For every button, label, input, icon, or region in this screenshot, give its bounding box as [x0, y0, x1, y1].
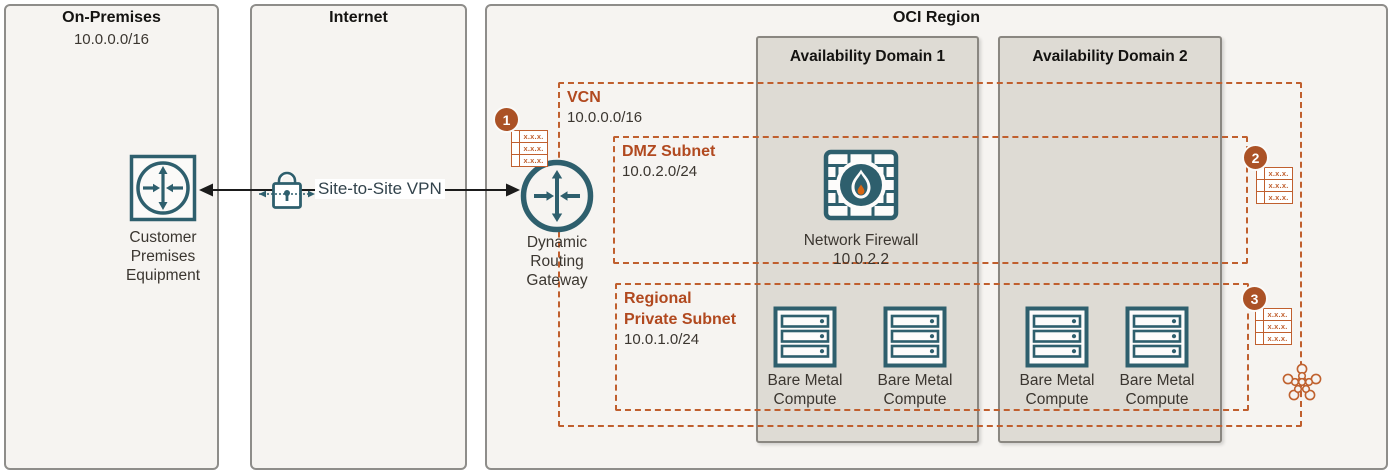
availability-domain-1: Availability Domain 1 [756, 36, 979, 443]
regional-private-subnet-label: Regional Private Subnet 10.0.1.0/24 [624, 288, 736, 350]
badge-1: 1 [493, 106, 520, 133]
drg-label-line1: Dynamic [526, 234, 588, 251]
vpn-lock-icon [259, 171, 315, 209]
server-icon [1025, 306, 1089, 368]
route-table-cell: x.x.x. [523, 132, 544, 141]
on-premises-cidr: 10.0.0.0/16 [73, 31, 150, 48]
availability-domain-1-title: Availability Domain 1 [789, 48, 946, 65]
regional-private-subnet-title-line1: Regional [624, 290, 692, 307]
server-icon [883, 306, 947, 368]
drg-label-line2: Routing [530, 253, 584, 270]
badge-3: 3 [1241, 285, 1268, 312]
route-table-icon: x.x.x. x.x.x. x.x.x. [1256, 167, 1293, 204]
route-table-cell: x.x.x. [523, 156, 544, 165]
router-icon [129, 154, 197, 222]
firewall-label-text: Network Firewall [803, 232, 919, 249]
zone-on-premises [4, 4, 219, 470]
route-table-cell: x.x.x. [1267, 322, 1288, 331]
route-table-cell: x.x.x. [1268, 169, 1289, 178]
availability-domain-2-title: Availability Domain 2 [1032, 48, 1188, 65]
route-table-cell: x.x.x. [1268, 181, 1289, 190]
server-label-line2: Compute [773, 391, 837, 408]
site-to-site-vpn-label: Site-to-Site VPN [315, 179, 445, 199]
server-label-line2: Compute [883, 391, 947, 408]
server-label: Bare Metal Compute [1107, 371, 1207, 409]
firewall-ip: 10.0.2.2 [832, 251, 890, 268]
route-table-cell: x.x.x. [1268, 193, 1289, 202]
server-label-line1: Bare Metal [1119, 372, 1195, 389]
route-table-icon: x.x.x. x.x.x. x.x.x. [511, 130, 548, 167]
oci-region-title: OCI Region [892, 9, 981, 26]
drg-label-line3: Gateway [526, 272, 588, 289]
network-graph-icon [1282, 363, 1322, 401]
server-icon [773, 306, 837, 368]
server-label: Bare Metal Compute [1007, 371, 1107, 409]
availability-domain-2: Availability Domain 2 [998, 36, 1222, 443]
server-label-line1: Bare Metal [1019, 372, 1095, 389]
server-label-line1: Bare Metal [877, 372, 953, 389]
cpe-label-line3: Equipment [125, 267, 201, 284]
server-icon [1125, 306, 1189, 368]
dmz-subnet-label: DMZ Subnet 10.0.2.0/24 [622, 141, 715, 182]
drg-label: Dynamic Routing Gateway [507, 233, 607, 290]
vcn-label: VCN 10.0.0.0/16 [567, 87, 642, 128]
route-table-cell: x.x.x. [1267, 310, 1288, 319]
server-label-line1: Bare Metal [767, 372, 843, 389]
route-table-cell: x.x.x. [1267, 334, 1288, 343]
zone-internet [250, 4, 467, 470]
regional-private-subnet-boundary [615, 283, 1249, 411]
customer-premises-equipment-label: Customer Premises Equipment [98, 228, 228, 285]
server-label: Bare Metal Compute [755, 371, 855, 409]
network-firewall-label: Network Firewall 10.0.2.2 [791, 231, 931, 269]
dmz-subnet-cidr: 10.0.2.0/24 [622, 163, 698, 180]
on-premises-title: On-Premises [62, 9, 161, 26]
route-table-icon: x.x.x. x.x.x. x.x.x. [1255, 308, 1292, 345]
server-label-line2: Compute [1125, 391, 1189, 408]
route-table-cell: x.x.x. [523, 144, 544, 153]
drg-icon [520, 159, 594, 233]
vcn-cidr: 10.0.0.0/16 [567, 109, 643, 126]
vcn-title: VCN [567, 89, 601, 106]
regional-private-subnet-cidr: 10.0.1.0/24 [624, 331, 700, 348]
cpe-label-line2: Premises [130, 248, 196, 265]
firewall-icon [823, 149, 899, 221]
internet-title: Internet [329, 9, 388, 26]
dmz-subnet-title: DMZ Subnet [622, 143, 716, 160]
badge-2: 2 [1242, 144, 1269, 171]
regional-private-subnet-title-line2: Private Subnet [624, 311, 737, 328]
dmz-subnet-boundary [613, 136, 1248, 264]
cpe-label-line1: Customer [129, 229, 197, 246]
server-label: Bare Metal Compute [865, 371, 965, 409]
vcn-boundary [558, 82, 1302, 427]
server-label-line2: Compute [1025, 391, 1089, 408]
